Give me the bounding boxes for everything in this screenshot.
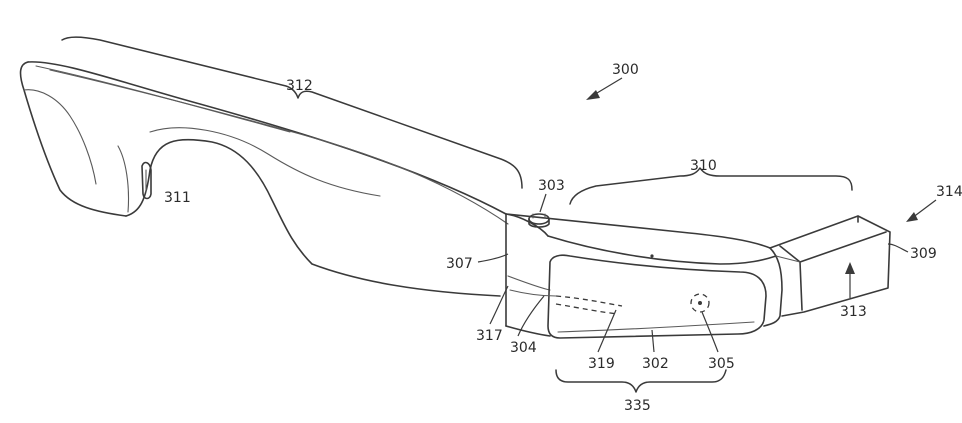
label-317: 317 <box>476 328 503 344</box>
display-housing <box>506 214 782 338</box>
button <box>529 214 549 227</box>
brace-335 <box>556 370 726 392</box>
label-300: 300 <box>612 62 639 78</box>
label-319: 319 <box>588 356 615 372</box>
label-313: 313 <box>840 304 867 320</box>
arrow-300 <box>586 78 622 100</box>
label-311: 311 <box>164 190 191 206</box>
temple-arm <box>21 62 508 296</box>
light-guide-dashed <box>556 296 622 306</box>
label-312: 312 <box>286 78 313 94</box>
arrow-314 <box>906 200 936 222</box>
label-305: 305 <box>708 356 735 372</box>
light-guide-dashed-lower <box>556 304 618 314</box>
prism-box <box>770 216 890 316</box>
label-302: 302 <box>642 356 669 372</box>
label-303: 303 <box>538 178 565 194</box>
label-307: 307 <box>446 256 473 272</box>
brace-312 <box>62 37 522 188</box>
label-310: 310 <box>690 158 717 174</box>
arrow-313-head <box>845 262 855 274</box>
label-335: 335 <box>624 398 651 414</box>
sensor <box>691 294 709 312</box>
label-309: 309 <box>910 246 937 262</box>
label-314: 314 <box>936 184 962 200</box>
label-304: 304 <box>510 340 537 356</box>
